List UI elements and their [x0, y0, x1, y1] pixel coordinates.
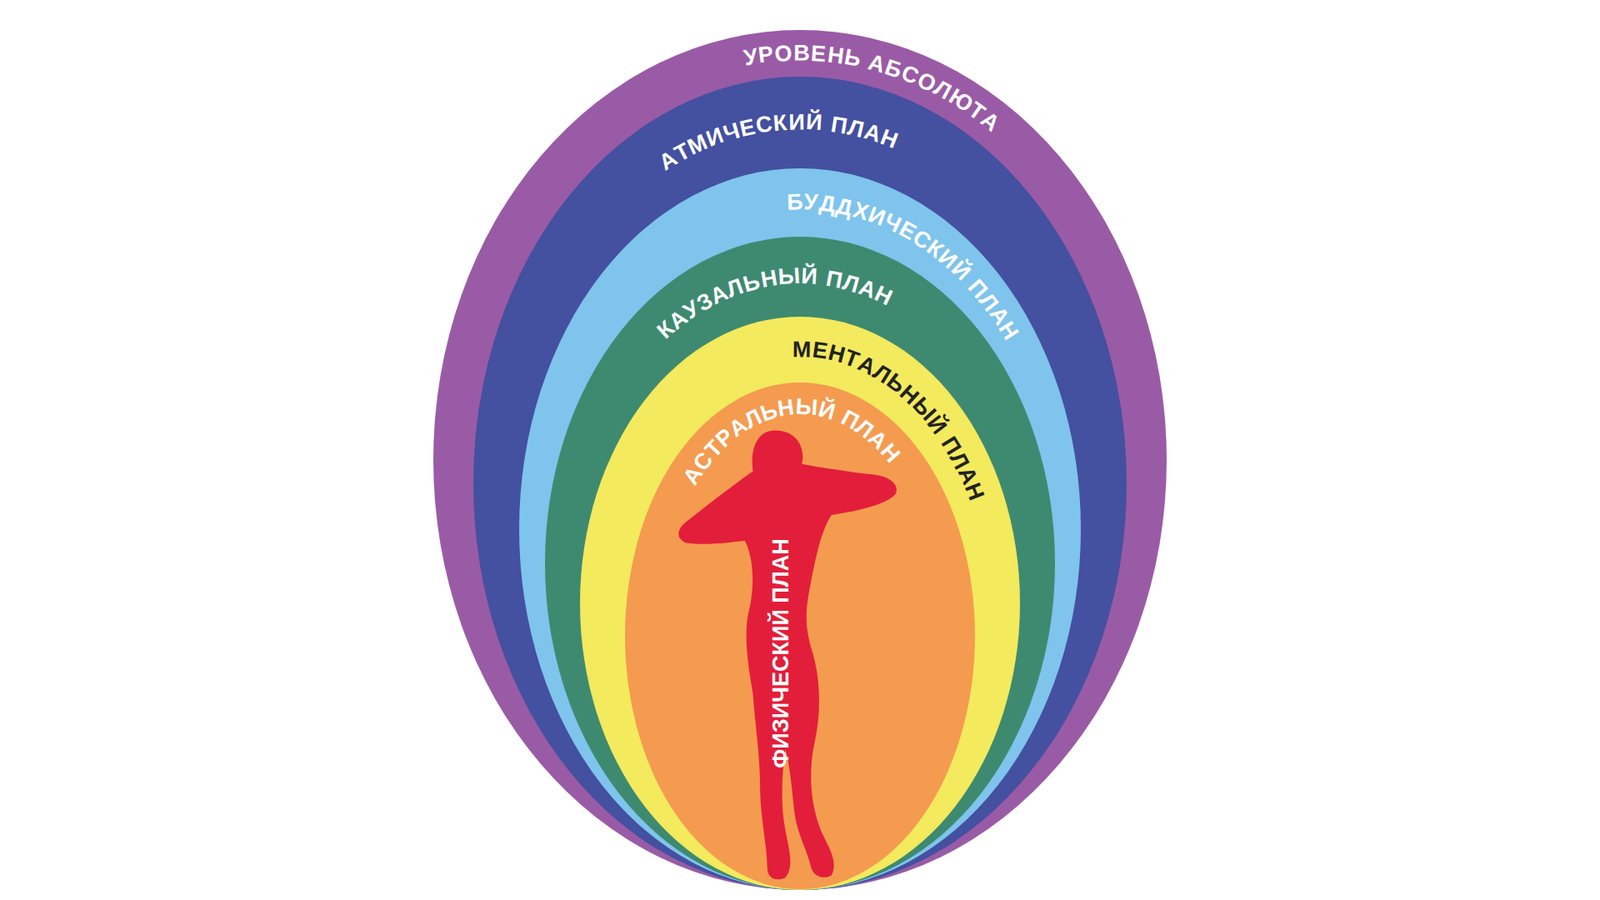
- label-letter: Р: [757, 43, 775, 68]
- label-letter: Й: [800, 265, 819, 289]
- label-letter: Ь: [842, 45, 863, 71]
- ellipse-fill: [545, 236, 1055, 890]
- label-letter: В: [793, 41, 810, 65]
- label-letter: Б: [786, 190, 804, 214]
- label-letter: Ы: [795, 395, 819, 420]
- label-letter: М: [792, 338, 812, 361]
- label-letter: К: [772, 111, 789, 135]
- label-letter: О: [774, 41, 794, 65]
- label-letter: Н: [759, 266, 780, 292]
- label-letter: И: [788, 110, 805, 134]
- label-letter: У: [803, 190, 819, 215]
- plane-ellipse: БУДДХИЧЕСКИЙ ПЛАНКАУЗАЛЬНЫЙ ПЛАНМЕНТАЛЬН…: [519, 168, 1081, 890]
- label-letter: С: [754, 112, 774, 138]
- plane-ellipse: КАУЗАЛЬНЫЙ ПЛАНМЕНТАЛЬНЫЙ ПЛАНАСТРАЛЬНЫЙ…: [545, 236, 1055, 890]
- label-letter: Д: [817, 191, 837, 216]
- human-silhouette: ФИЗИЧЕСКИЙ ПЛАН: [673, 428, 904, 883]
- label-letter: Й: [815, 398, 838, 425]
- label-letter: Н: [776, 395, 796, 420]
- ellipse-fill: [473, 76, 1127, 890]
- plane-label: ФИЗИЧЕСКИЙ ПЛАН: [770, 538, 793, 768]
- label-letter: Е: [810, 42, 827, 66]
- plane-label: АТМИЧЕСКИЙ ПЛАН: [651, 105, 906, 178]
- plane-ellipse: АТМИЧЕСКИЙ ПЛАНБУДДХИЧЕСКИЙ ПЛАНКАУЗАЛЬН…: [473, 76, 1127, 890]
- ellipse-fill: [519, 168, 1081, 890]
- label-letter: Й: [805, 110, 823, 135]
- plane-ellipse: УРОВЕНЬ АБСОЛЮТААТМИЧЕСКИЙ ПЛАНБУДДХИЧЕС…: [433, 30, 1167, 890]
- label-letter: Н: [825, 43, 845, 68]
- plane-ellipse: АСТРАЛЬНЫЙ ПЛАНФИЗИЧЕСКИЙ ПЛАН: [625, 382, 975, 890]
- plane-ellipse: МЕНТАЛЬНЫЙ ПЛАНАСТРАЛЬНЫЙ ПЛАНФИЗИЧЕСКИЙ…: [580, 316, 1020, 890]
- ellipse-fill: [580, 316, 1020, 890]
- silhouette-path: [678, 430, 896, 880]
- label-letter: Ы: [777, 265, 801, 290]
- ellipse-fill: [625, 382, 975, 890]
- ellipse-fill: [433, 30, 1167, 890]
- label-letter: У: [741, 45, 760, 70]
